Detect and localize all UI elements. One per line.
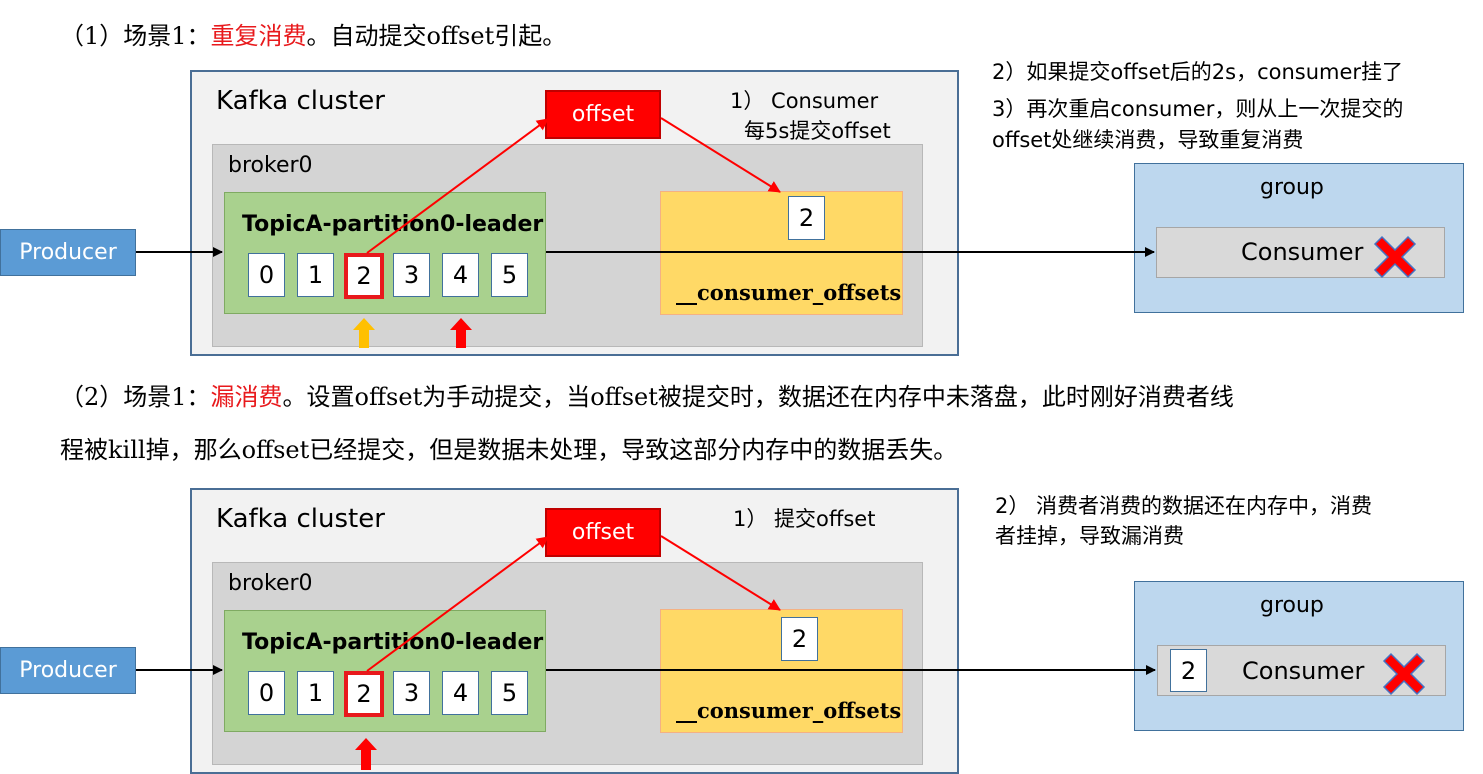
scene2-broker-label: broker0 <box>228 571 313 596</box>
scene2-note-line1: 2） 消费者消费的数据还在内存中，消费 <box>995 494 1373 518</box>
scene1-step1-line1: 1） Consumer <box>730 89 879 113</box>
scene1-heading-highlight: 重复消费 <box>210 22 307 50</box>
scene1-step1-line2: 每5s提交offset <box>744 119 891 143</box>
red-x-icon <box>1382 652 1426 696</box>
scene1-heading-suffix: 。自动提交offset引起。 <box>306 22 567 50</box>
scene2-cell-5: 5 <box>491 671 528 715</box>
scene2-heading-suffix: 。设置offset为手动提交，当offset被提交时，数据还在内存中未落盘，此时… <box>282 383 1234 411</box>
scene2-step1: 1） 提交offset <box>733 507 876 531</box>
scene2-note-line2: 者挂掉，导致漏消费 <box>995 524 1184 548</box>
scene1-group-label: group <box>1260 175 1324 200</box>
scene2-producer: Producer <box>0 647 136 694</box>
scene1-cell-2-highlighted: 2 <box>344 253 384 299</box>
orange-up-arrow-icon <box>353 318 375 348</box>
scene1-note-line2: 3）再次重启consumer，则从上一次提交的 <box>992 97 1404 121</box>
scene1-cell-1: 1 <box>297 253 334 297</box>
scene1-producer: Producer <box>0 229 136 276</box>
scene1-cell-0: 0 <box>248 253 285 297</box>
scene2-consumer-label: Consumer <box>1242 657 1365 685</box>
scene2-group-label: group <box>1260 593 1324 618</box>
scene2-cell-4: 4 <box>442 671 479 715</box>
scene2-heading-highlight: 漏消费 <box>210 383 283 411</box>
scene1-offsets-label: __consumer_offsets <box>676 280 902 305</box>
scene1-offsets-value: 2 <box>788 196 825 240</box>
red-up-arrow-icon <box>450 318 472 348</box>
scene2-cell-0: 0 <box>248 671 285 715</box>
red-x-icon <box>1373 235 1417 279</box>
scene1-note-line1: 2）如果提交offset后的2s，consumer挂了 <box>992 60 1404 84</box>
scene1-note-line3: offset处继续消费，导致重复消费 <box>992 128 1304 152</box>
scene2-heading-prefix: （2）场景1： <box>60 383 211 411</box>
scene2-offset-box: offset <box>545 508 661 557</box>
scene1-offset-to-store-arrow <box>660 117 781 193</box>
scene2-cluster-label: Kafka cluster <box>216 504 385 534</box>
scene2-consumer-cell: 2 <box>1170 649 1207 692</box>
scene1-broker-label: broker0 <box>228 153 313 178</box>
scene1-cluster-label: Kafka cluster <box>216 86 385 116</box>
scene2-offsets-value: 2 <box>781 617 818 661</box>
scene1-cell-3: 3 <box>393 253 430 297</box>
scene2-heading-line2: 程被kill掉，那么offset已经提交，但是数据未处理，导致这部分内存中的数据… <box>60 436 958 464</box>
scene1-cell-4: 4 <box>442 253 479 297</box>
scene2-cell-to-offset-arrow <box>366 536 549 672</box>
scene2-cell-2-highlighted: 2 <box>344 671 384 717</box>
scene2-cell-3: 3 <box>393 671 430 715</box>
scene1-offset-box: offset <box>545 90 661 139</box>
scene2-offset-to-store-arrow <box>660 535 781 611</box>
scene1-cell-to-offset-arrow <box>366 118 549 254</box>
scene2-heading-line1: （2）场景1：漏消费。设置offset为手动提交，当offset被提交时，数据还… <box>60 381 1234 413</box>
scene2-offsets-label: __consumer_offsets <box>676 698 902 723</box>
red-up-arrow-icon <box>355 738 377 770</box>
scene1-cell-5: 5 <box>491 253 528 297</box>
scene1-heading-prefix: （1）场景1： <box>60 22 211 50</box>
scene1-consumer-label: Consumer <box>1241 238 1364 266</box>
scene1-heading: （1）场景1：重复消费。自动提交offset引起。 <box>60 20 566 52</box>
scene2-cell-1: 1 <box>297 671 334 715</box>
